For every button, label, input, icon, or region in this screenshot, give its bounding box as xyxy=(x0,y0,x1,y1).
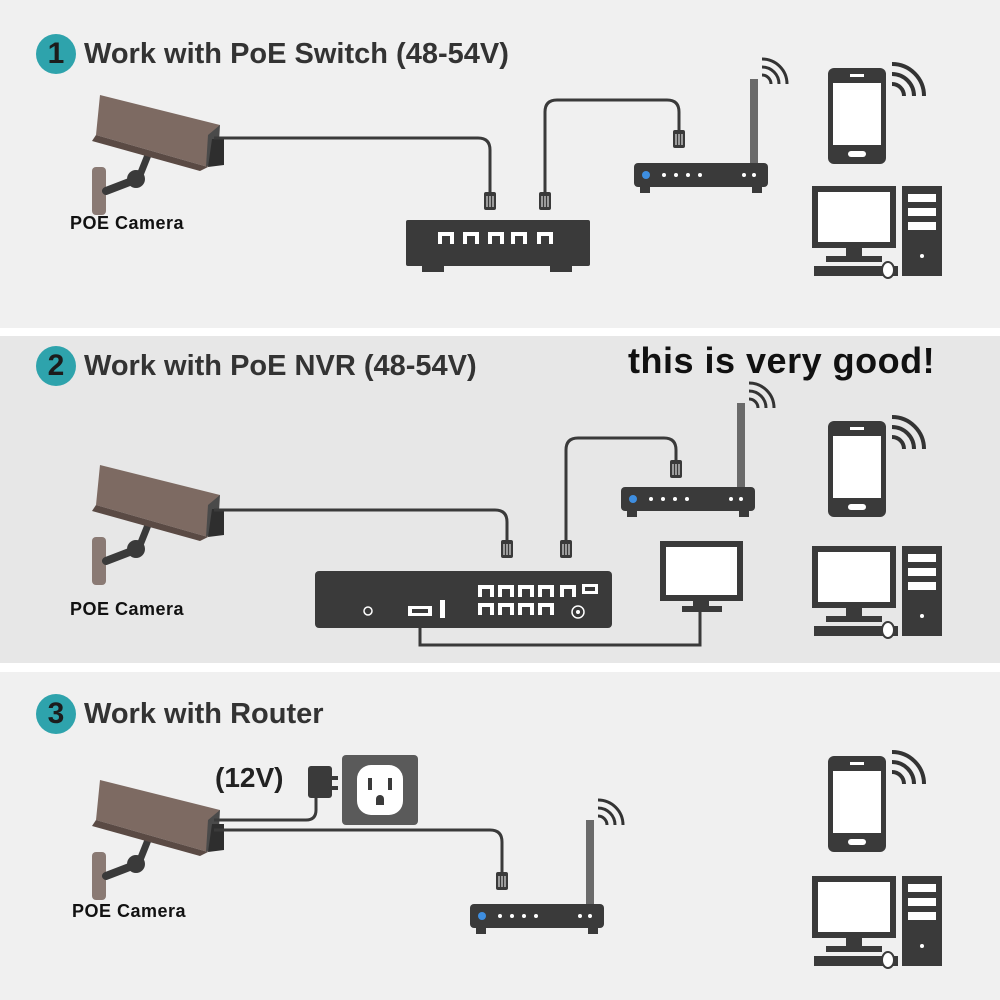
step-number-badge: 1 xyxy=(36,34,76,74)
cable xyxy=(214,795,504,872)
section-1-heading: 1 Work with PoE Switch (48-54V) xyxy=(36,34,509,74)
camera-label: POE Camera xyxy=(70,213,185,233)
camera-icon xyxy=(92,95,224,215)
poe-switch-icon xyxy=(406,220,590,272)
cable xyxy=(214,98,681,192)
power-voltage-label: (12V) xyxy=(215,762,284,793)
desktop-computer-icon xyxy=(811,545,943,639)
section-title: Work with Router xyxy=(84,697,324,730)
smartphone-icon xyxy=(826,750,926,854)
camera-icon xyxy=(92,465,224,585)
section-title: Work with PoE Switch (48-54V) xyxy=(84,37,509,70)
camera-label: POE Camera xyxy=(72,901,187,921)
section-2-heading: 2 Work with PoE NVR (48-54V) xyxy=(36,346,477,386)
rj45-plug-icon xyxy=(495,871,509,891)
section-title: Work with PoE NVR (48-54V) xyxy=(84,349,477,382)
router-icon xyxy=(632,57,789,195)
step-number-badge: 2 xyxy=(36,346,76,386)
router-icon xyxy=(468,798,625,936)
smartphone-icon xyxy=(826,62,926,166)
router-icon xyxy=(619,381,776,519)
camera-icon xyxy=(92,780,224,900)
step-number-badge: 3 xyxy=(36,694,76,734)
camera-label: POE Camera xyxy=(70,599,185,619)
cable xyxy=(214,436,702,647)
section-3-heading: 3 Work with Router xyxy=(36,694,324,734)
nvr-icon xyxy=(315,571,612,628)
monitor-icon xyxy=(660,541,743,612)
annotation-text: this is very good! xyxy=(628,340,936,381)
smartphone-icon xyxy=(826,415,926,519)
wall-outlet-icon xyxy=(342,755,418,825)
power-adapter-icon xyxy=(308,766,338,798)
desktop-computer-icon xyxy=(811,185,943,279)
desktop-computer-icon xyxy=(811,875,943,969)
